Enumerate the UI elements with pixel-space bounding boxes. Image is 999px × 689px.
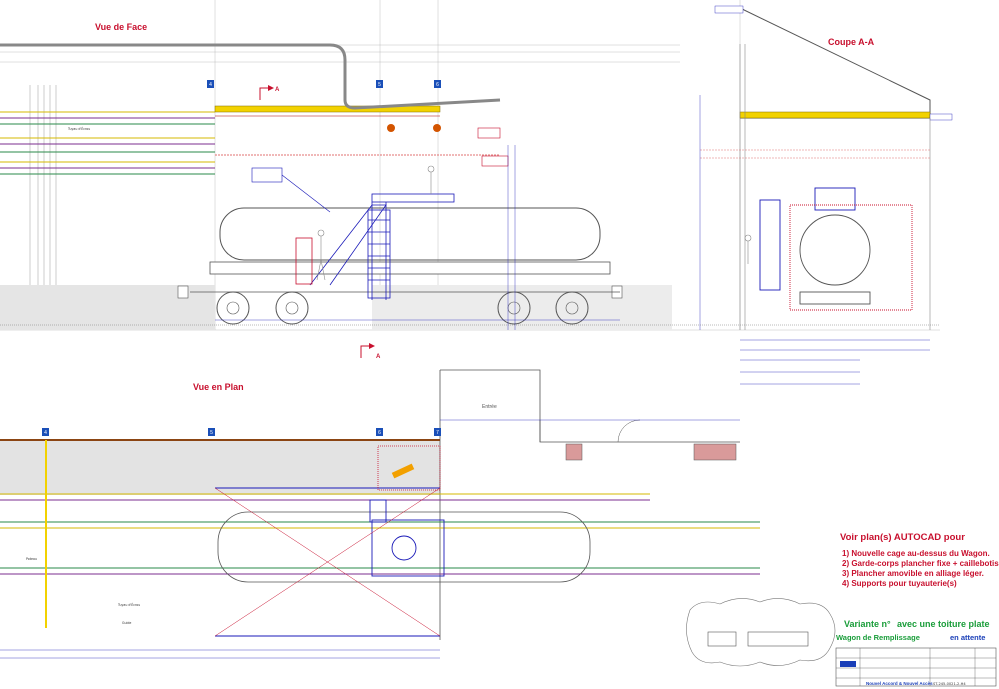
plan-wagon — [217, 511, 591, 583]
svg-text:4: 4 — [44, 430, 47, 436]
title-section-view: Coupe A-A — [828, 37, 875, 47]
plan-building-outline — [439, 369, 740, 640]
section-red-pipes — [700, 149, 930, 159]
plan-pad-1 — [565, 443, 583, 461]
title-block-number: ST-245-0021-2-H4 — [933, 682, 966, 686]
lamps-front — [387, 124, 441, 132]
section-columns — [739, 44, 931, 330]
svg-text:6: 6 — [436, 82, 439, 88]
grid-bubble-6: 6 — [434, 80, 441, 88]
notes-item-1: 1) Nouvelle cage au-dessus du Wagon. — [842, 549, 990, 558]
plan-gray-zone — [0, 440, 440, 495]
detail-cloud — [686, 598, 836, 667]
plan-door-swing — [617, 419, 641, 443]
label-tuyau-plan: Tuyau d'Écrou — [117, 602, 140, 607]
plan-diagonals — [214, 487, 441, 637]
background-grid — [0, 0, 940, 331]
notes-item-3: 3) Plancher amovible en alliage léger. — [842, 569, 984, 578]
label-guide: Guide — [122, 621, 131, 625]
title-plan-view: Vue en Plan — [193, 382, 244, 392]
svg-text:7: 7 — [436, 430, 439, 436]
notes-item-2: 2) Garde-corps plancher fixe + caillebot… — [842, 559, 999, 568]
plan-red-grate — [377, 445, 441, 491]
label-tuyau-front: Tuyau d'Écrou — [67, 126, 90, 131]
svg-text:5: 5 — [210, 430, 213, 436]
svg-text:6: 6 — [378, 430, 381, 436]
pipes-front — [0, 111, 500, 175]
plan-dims — [0, 419, 740, 659]
variant-status: en attente — [950, 633, 985, 642]
variant-subtitle: Wagon de Remplissage — [836, 633, 920, 642]
section-marker-bottom: A — [360, 343, 381, 360]
label-poteau: Poteau — [26, 557, 37, 561]
notes-item-4: 4) Supports pour tuyauterie(s) — [842, 579, 957, 588]
section-roof — [714, 5, 953, 121]
plan-yellow-marker — [391, 463, 415, 479]
person-figure-section — [744, 234, 752, 264]
overhead-beam — [214, 105, 441, 113]
annotation-boxes-front — [251, 127, 509, 213]
svg-text:4: 4 — [209, 82, 212, 88]
person-figure-front — [316, 165, 435, 281]
top-pipe — [0, 43, 501, 110]
autocad-notes: Voir plan(s) AUTOCAD pour 1) Nouvelle ca… — [840, 532, 999, 588]
svg-text:A: A — [275, 87, 280, 93]
grid-bubble-5: 5 — [376, 80, 383, 88]
section-marker-top: A — [259, 85, 280, 100]
section-dims — [699, 95, 930, 385]
plan-platform — [215, 487, 445, 637]
platform-front — [295, 193, 455, 300]
svg-text:5: 5 — [378, 82, 381, 88]
wagon-front — [177, 207, 623, 325]
dim-lines-front — [215, 145, 620, 330]
plan-grid-bubbles: 4 5 6 7 — [42, 428, 441, 436]
notes-heading: Voir plan(s) AUTOCAD pour — [840, 532, 965, 543]
variant-title: Variante n° — [844, 619, 891, 629]
section-tank — [759, 187, 913, 311]
svg-text:A: A — [376, 354, 381, 360]
plan-entrance-label: Entrée — [482, 404, 497, 410]
grid-bubble-4: 4 — [207, 80, 214, 88]
variant-suffix: avec une toiture plate — [897, 619, 990, 629]
plan-pad-2 — [693, 443, 737, 461]
title-block: Nouvel Accord & Nouvel Accès ST-245-0021… — [835, 647, 997, 687]
title-front-view: Vue de Face — [95, 22, 147, 32]
variant-block: Variante n° avec une toiture plate Wagon… — [836, 619, 990, 642]
title-block-client: Nouvel Accord & Nouvel Accès — [866, 681, 933, 686]
plan-rails — [0, 439, 760, 575]
